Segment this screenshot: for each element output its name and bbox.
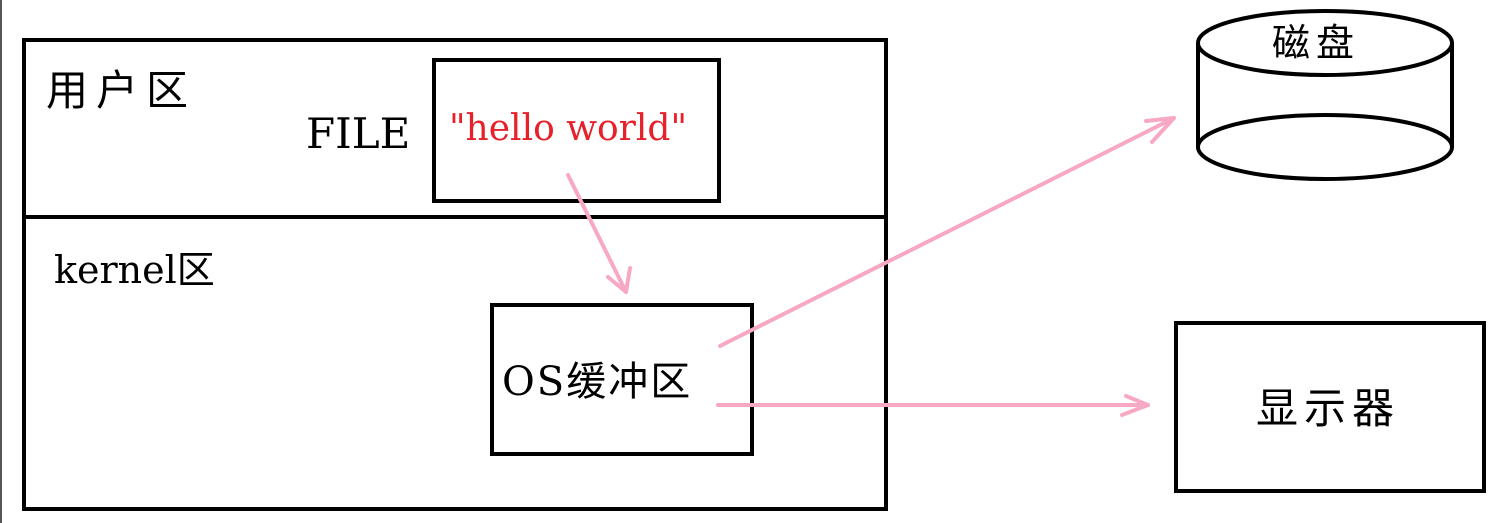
disk-cylinder-icon <box>1196 9 1454 181</box>
arrow-file-to-os-buffer <box>566 173 632 294</box>
monitor-box <box>1174 321 1486 493</box>
file-buffer-content: "hello world" <box>449 108 688 149</box>
arrow-os-buffer-to-monitor <box>716 394 1150 417</box>
kernel-region-label: kernel区 <box>54 248 215 292</box>
user-region-label: 用户区 <box>46 66 197 115</box>
arrow-os-buffer-to-disk <box>718 116 1176 348</box>
file-buffer-box <box>432 58 721 203</box>
kernel-region <box>22 215 888 511</box>
os-buffer-label: OS缓冲区 <box>502 359 693 405</box>
os-buffer-box <box>490 303 754 456</box>
monitor-label: 显示器 <box>1256 384 1401 433</box>
disk-label: 磁盘 <box>1272 21 1361 65</box>
file-label: FILE <box>306 109 411 158</box>
